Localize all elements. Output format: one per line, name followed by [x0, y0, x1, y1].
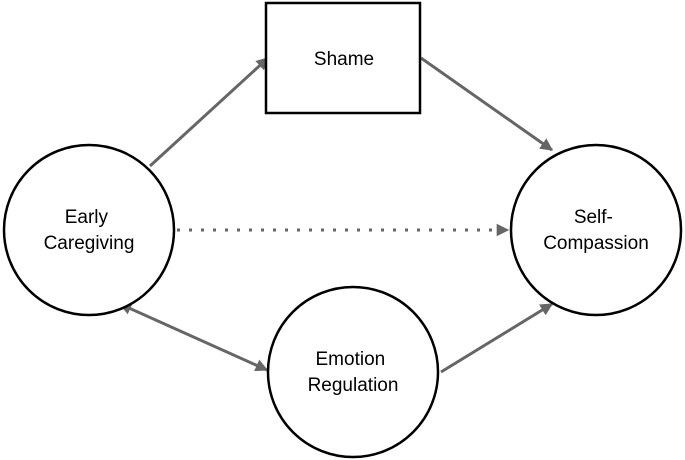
node-shame: Shame [264, 1, 422, 115]
early-caregiving-circle [2, 143, 176, 317]
shame-box [264, 1, 422, 115]
svg-text:Shame: Shame [314, 49, 374, 70]
early-caregiving-label-line-1: Early [65, 207, 109, 228]
arrow-caregiving-to-shame [148, 56, 270, 168]
svg-text:Self- Compassion: Self- Compassion [543, 207, 649, 254]
emotion-regulation-circle [266, 285, 440, 459]
node-early-caregiving: Early Caregiving [2, 143, 176, 317]
emotion-regulation-label-line-2: Regulation [308, 375, 399, 396]
arrow-emotion-regulation-to-self-compassion [440, 302, 554, 374]
emotion-regulation-label-line-1: Emotion [316, 349, 386, 370]
node-emotion-regulation: Emotion Regulation [266, 285, 440, 459]
self-compassion-label-line-2: Compassion [543, 233, 649, 254]
svg-text:Early Caregiving: Early Caregiving [44, 207, 135, 254]
self-compassion-circle [509, 143, 683, 317]
svg-text:Emotion Regulation: Emotion Regulation [308, 349, 399, 396]
node-self-compassion: Self- Compassion [509, 143, 683, 317]
arrow-caregiving-to-emotion-regulation [118, 302, 269, 372]
early-caregiving-label-line-2: Caregiving [44, 233, 135, 254]
self-compassion-label-line-1: Self- [574, 207, 613, 228]
shame-label: Shame [314, 49, 374, 70]
arrow-shame-to-self-compassion [420, 56, 554, 152]
